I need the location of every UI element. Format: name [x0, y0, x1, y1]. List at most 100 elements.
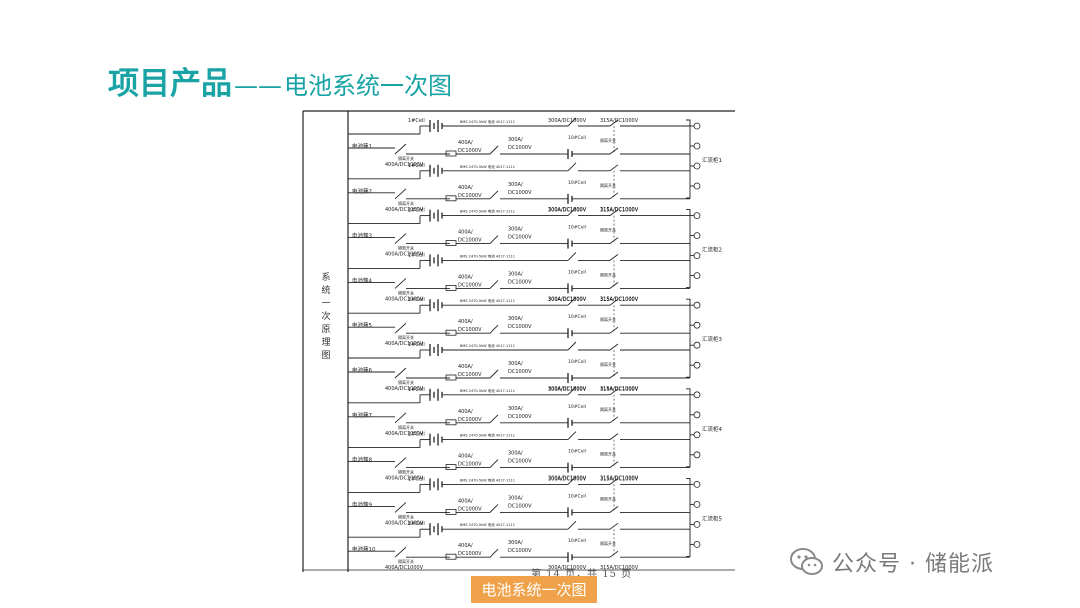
cell-group: 10#Cell — [568, 180, 586, 186]
rating-dc1000: DC1000V — [458, 462, 482, 468]
cabinet-label: 汇流柜5 — [702, 514, 723, 522]
rating-dc1000-b: DC1000V — [508, 414, 532, 420]
rating-400a: 400A/ — [458, 319, 473, 325]
cell-label: 1#Cell — [408, 476, 425, 482]
rating-300: 300A/ — [508, 361, 523, 367]
rating-dc1000: DC1000V — [458, 417, 482, 423]
rating-400: 400A/DC1000V — [385, 296, 424, 302]
isolator-right: 隔离开关 — [600, 451, 616, 457]
rating-dc1000: DC1000V — [458, 282, 482, 288]
cell-label: 1#Cell — [408, 387, 425, 393]
bms-note: BMS 2470-5kW 电池 4017-1111 — [460, 253, 515, 258]
terminal — [693, 182, 701, 190]
rating-400a: 400A/ — [458, 185, 473, 191]
cabinet-group: 汇流柜1 — [686, 119, 722, 199]
bms-note: BMS 2470-5kW 电池 4017-1111 — [460, 477, 515, 482]
rating-dc1000-b: DC1000V — [508, 503, 532, 509]
cell-group: 10#Cell — [568, 314, 586, 320]
bms-note: BMS 2470-5kW 电池 4017-1111 — [460, 209, 515, 214]
rating-400a: 400A/ — [458, 274, 473, 280]
rating-400: 400A/DC1000V — [385, 565, 424, 571]
rating-dc1000: DC1000V — [458, 193, 482, 199]
terminal — [693, 540, 701, 548]
bms-note: BMS 2470-5kW 电池 4017-1111 — [460, 433, 515, 438]
title-subtitle: 电池系统一次图 — [284, 72, 452, 100]
isolator-right: 隔离开关 — [600, 227, 616, 233]
terminal — [693, 520, 701, 528]
cabinet-group: 汇流柜4 — [686, 388, 723, 468]
terminal — [693, 301, 701, 309]
terminal — [693, 321, 701, 329]
isolator-right: 隔离开关 — [600, 406, 616, 412]
watermark-text: 公众号 · 储能派 — [832, 552, 994, 577]
rating-300-full: 300A/DC1000V — [548, 387, 587, 393]
terminal — [693, 480, 701, 488]
cell-group: 10#Cell — [568, 404, 586, 410]
cell-group: 10#Cell — [568, 225, 586, 231]
terminal — [693, 391, 701, 399]
isolator-right: 隔离开关 — [600, 361, 616, 367]
terminal — [693, 212, 701, 219]
rating-315: 315A/DC1000V — [600, 476, 639, 482]
cabinet-label: 汇流柜4 — [702, 425, 723, 433]
terminal — [693, 431, 701, 439]
isolator-right: 隔离开关 — [600, 182, 616, 188]
rating-400: 400A/DC1000V — [385, 431, 424, 437]
bms-note: BMS 2470-5kW 电池 4017-1111 — [460, 298, 515, 303]
cell-label: 1#Cell — [408, 118, 425, 124]
rating-dc1000: DC1000V — [458, 238, 482, 244]
rating-315: 315A/DC1000V — [600, 565, 639, 571]
rating-400a: 400A/ — [458, 364, 473, 370]
cabinet-group: 汇流柜5 — [686, 477, 723, 557]
rating-400: 400A/DC1000V — [385, 341, 424, 347]
cabinet-label: 汇流柜1 — [702, 156, 722, 164]
rating-dc1000-b: DC1000V — [508, 190, 532, 196]
rating-400: 400A/DC1000V — [385, 162, 424, 168]
watermark: 公众号 · 储能派 — [790, 546, 994, 578]
rating-dc1000: DC1000V — [458, 327, 482, 333]
rating-400a: 400A/ — [458, 543, 473, 549]
terminal — [693, 272, 701, 280]
cell-group: 10#Cell — [568, 493, 586, 499]
cell-group: 10#Cell — [568, 449, 586, 455]
title-dash: —— — [234, 72, 282, 100]
rating-300: 300A/ — [508, 316, 523, 322]
terminal — [693, 341, 701, 349]
terminal — [693, 500, 701, 508]
bms-note: BMS 2470-5kW 电池 4017-1111 — [460, 522, 515, 527]
rating-300: 300A/ — [508, 540, 523, 546]
terminal — [693, 122, 701, 130]
rating-315: 315A/DC1000V — [600, 296, 639, 302]
rating-dc1000-b: DC1000V — [508, 548, 532, 554]
title-main: 项目产品 — [108, 66, 232, 102]
rating-dc1000: DC1000V — [458, 372, 482, 378]
isolator-right: 隔离开关 — [600, 495, 616, 501]
battery-name: 电池簇6 — [352, 366, 373, 374]
rating-300: 300A/ — [508, 227, 523, 233]
terminal — [693, 451, 701, 459]
isolator-label: 隔离开关 — [398, 200, 414, 206]
rating-400: 400A/DC1000V — [385, 386, 424, 392]
isolator-label: 隔离开关 — [398, 379, 414, 385]
rating-315: 315A/DC1000V — [600, 387, 639, 393]
isolator-right: 隔离开关 — [600, 540, 616, 546]
rating-300: 300A/ — [508, 182, 523, 188]
battery-name: 电池簇2 — [352, 187, 372, 195]
cabinet-group: 汇流柜3 — [686, 298, 723, 378]
bms-note: BMS 2470-5kW 电池 4017-1111 — [460, 119, 515, 124]
cell-group: 10#Cell — [568, 135, 586, 141]
rating-300-full: 300A/DC1000V — [548, 476, 587, 482]
terminal — [693, 411, 701, 419]
rating-dc1000-b: DC1000V — [508, 279, 532, 285]
wechat-icon — [790, 548, 823, 575]
rating-300: 300A/ — [508, 406, 523, 412]
battery-name: 电池簇5 — [352, 321, 373, 329]
rating-300-full: 300A/DC1000V — [548, 207, 587, 213]
terminal — [693, 162, 701, 170]
cell-group: 10#Cell — [568, 538, 586, 544]
